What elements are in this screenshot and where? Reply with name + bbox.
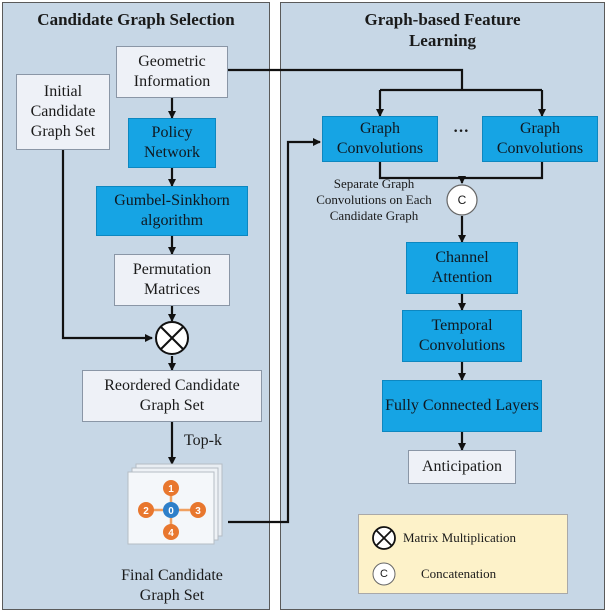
graph-node-label: 1	[168, 484, 174, 495]
graph-node-label: 3	[195, 506, 201, 517]
left-panel-title: Candidate Graph Selection	[37, 10, 235, 29]
temporal-convolutions-box: Temporal Convolutions	[402, 310, 522, 362]
initial-set-box: Initial Candidate Graph Set	[16, 74, 110, 150]
matrix-multiply-icon	[155, 321, 189, 355]
graph-node-1	[163, 480, 179, 496]
right-panel	[280, 2, 605, 610]
anticipation-box: Anticipation	[408, 450, 516, 484]
graph-node-label: 4	[168, 528, 174, 539]
graph-node-3	[190, 502, 206, 518]
policy-network-box: Policy Network	[128, 118, 216, 168]
concat-symbol: C	[457, 193, 467, 207]
geometric-info-box: Geometric Information	[116, 46, 228, 98]
channel-attention-box: Channel Attention	[406, 242, 518, 294]
legend-matrix-multiplication: Matrix Multiplication	[403, 530, 517, 545]
concat-circle	[446, 184, 478, 216]
final-set-label: Final Candidate Graph Set	[121, 567, 223, 604]
permutation-matrices-box: Permutation Matrices	[114, 254, 230, 306]
fully-connected-layers-box: Fully Connected Layers	[382, 380, 542, 432]
graph-node-label: 2	[143, 506, 149, 517]
matrix-multiply-legend-icon	[372, 526, 396, 550]
graph-convolutions-box-1: Graph Convolutions	[322, 116, 438, 162]
gumbel-sinkhorn-box: Gumbel-Sinkhorn algorithm	[96, 186, 248, 236]
separate-convolutions-note: Separate Graph Convolutions on Each Cand…	[316, 176, 432, 223]
final-set-graph-stack: 0 1 2 3 4	[127, 463, 223, 545]
concat-legend-icon	[372, 562, 396, 586]
legend: Matrix Multiplication C Concatenation	[358, 514, 568, 594]
graph-node-2	[138, 502, 154, 518]
topk-label: Top-k	[184, 432, 222, 449]
graph-node-0	[163, 502, 179, 518]
right-panel-title: Graph-based Feature Learning	[364, 10, 521, 50]
ellipsis: ···	[452, 123, 469, 140]
graph-node-4	[163, 524, 179, 540]
legend-concat-symbol: C	[380, 568, 388, 580]
reordered-set-box: Reordered Candidate Graph Set	[82, 370, 262, 422]
graph-node-label: 0	[168, 506, 174, 517]
legend-concatenation: Concatenation	[421, 566, 497, 581]
graph-convolutions-box-2: Graph Convolutions	[482, 116, 598, 162]
